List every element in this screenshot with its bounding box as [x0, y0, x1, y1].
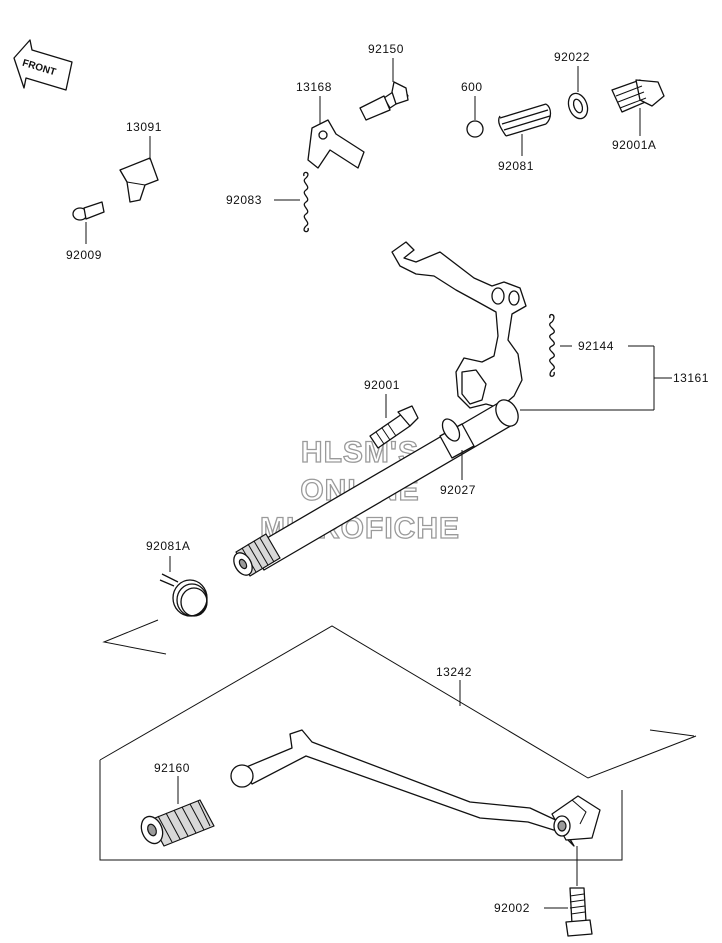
screw-92009[interactable] — [72, 201, 105, 244]
front-arrow-icon: FRONT — [13, 39, 73, 91]
label-92160: 92160 — [154, 761, 190, 775]
ball-600[interactable] — [466, 96, 484, 138]
group-frame-top — [99, 625, 697, 779]
label-13168: 13168 — [296, 80, 332, 94]
group-frame-tick — [649, 729, 695, 737]
group-frame-box — [99, 760, 623, 861]
shift-pedal-lever[interactable] — [230, 729, 601, 847]
bolt-92001[interactable] — [369, 394, 419, 449]
label-92144: 92144 — [578, 339, 614, 353]
spring-92081A[interactable] — [159, 556, 208, 617]
label-92022: 92022 — [554, 50, 590, 64]
bolt-92150[interactable] — [359, 58, 409, 121]
rubber-92160[interactable] — [137, 776, 215, 847]
label-13242: 13242 — [436, 665, 472, 679]
label-92001: 92001 — [364, 378, 400, 392]
washer-92022[interactable] — [565, 66, 591, 121]
label-92081A: 92081A — [146, 539, 190, 553]
bolt-92002[interactable] — [544, 846, 593, 937]
break-line-left — [102, 619, 167, 655]
label-92002: 92002 — [494, 901, 530, 915]
label-92150: 92150 — [368, 42, 404, 56]
label-92027: 92027 — [440, 483, 476, 497]
plate-13168[interactable] — [307, 96, 365, 169]
spring-92083[interactable] — [274, 171, 309, 233]
label-13091: 13091 — [126, 120, 162, 134]
label-92009: 92009 — [66, 248, 102, 262]
label-13161: 13161 — [673, 371, 709, 385]
label-92081: 92081 — [498, 159, 534, 173]
spring-92144[interactable] — [549, 313, 572, 377]
label-92001A: 92001A — [612, 138, 656, 152]
collar-92027[interactable] — [439, 416, 475, 480]
plug-92001A[interactable] — [611, 79, 665, 136]
label-92083: 92083 — [226, 193, 262, 207]
spring-92081[interactable] — [498, 103, 552, 156]
label-600: 600 — [461, 80, 483, 94]
bracket-13091[interactable] — [119, 136, 159, 203]
